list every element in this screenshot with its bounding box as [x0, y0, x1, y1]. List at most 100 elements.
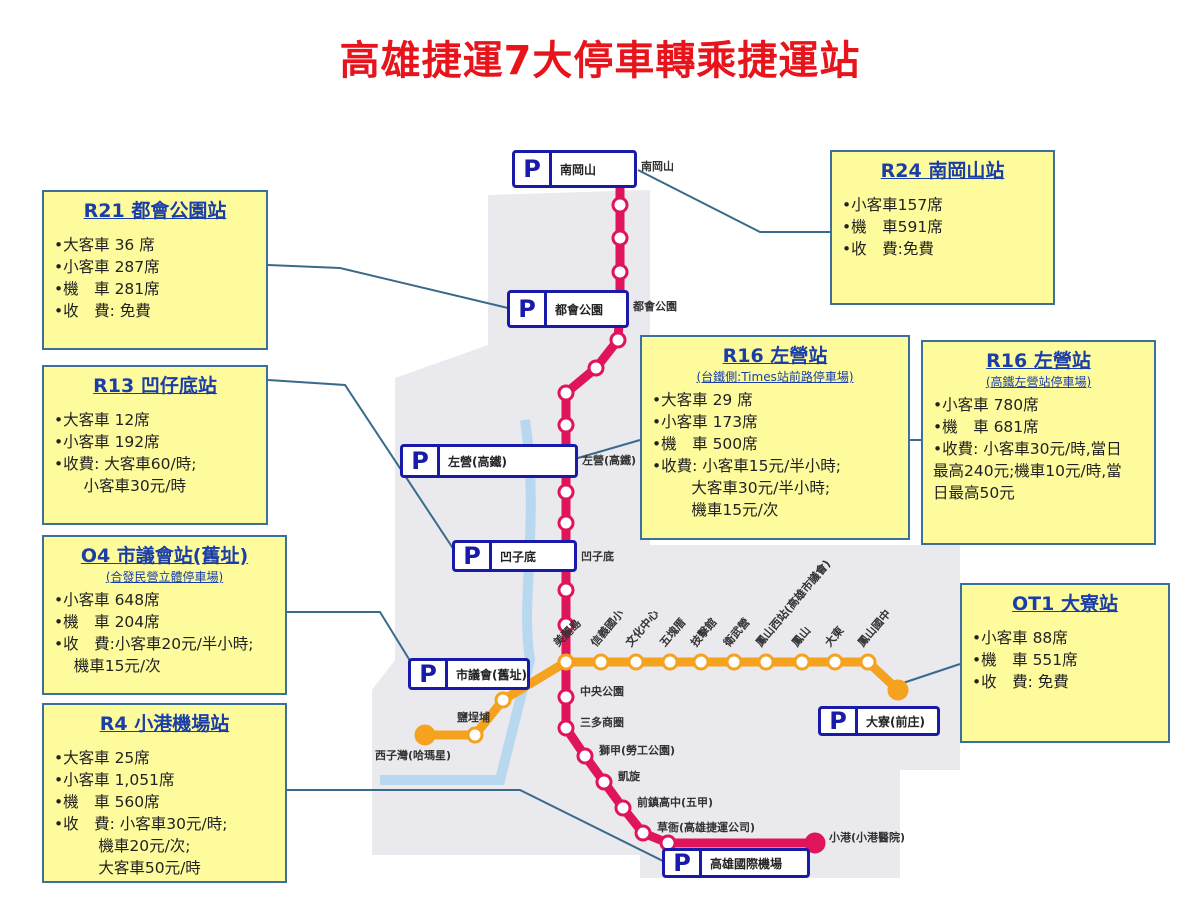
info-box-line: 大客車30元/半小時; [652, 479, 831, 497]
red-station-marker[interactable] [634, 824, 652, 842]
parking-station-box[interactable]: P 南岡山 [512, 150, 637, 188]
info-box-line: •收 費: 免費 [972, 673, 1069, 691]
orange-station-marker[interactable] [661, 653, 679, 671]
orange-station-marker[interactable] [494, 691, 512, 709]
info-box-line: 機車15元/次 [652, 501, 779, 519]
info-box-line: 最高240元;機車10元/時,當 [933, 462, 1122, 480]
parking-station-name: 左營(高鐵) [448, 454, 507, 469]
red-station-marker[interactable] [614, 799, 632, 817]
red-station-label: 都會公園 [633, 300, 677, 313]
parking-station-name: 都會公園 [555, 302, 604, 317]
parking-station-name: 南岡山 [560, 162, 597, 177]
connector-r4 [287, 789, 666, 863]
info-box-subtitle: (高鐵左營站停車場) [985, 375, 1092, 389]
info-box-subtitle: (台鐵側:Times站前路停車場) [696, 370, 854, 384]
orange-station-marker[interactable] [757, 653, 775, 671]
red-station-label: 小港(小港醫院) [829, 831, 906, 844]
info-box-title: R16 左營站 [986, 350, 1091, 372]
parking-icon: P [411, 660, 448, 688]
red-station-marker[interactable] [557, 483, 575, 501]
info-box-line: •收費: 小客車30元/時,當日 [933, 440, 1122, 458]
parking-icon: P [821, 707, 858, 735]
info-box-line: •小客車 192席 [54, 433, 160, 451]
info-box-r13: R13 凹仔底站•大客車 12席•小客車 192席•收費: 大客車60/時; 小… [42, 365, 268, 525]
red-station-marker[interactable] [557, 581, 575, 599]
orange-station-marker[interactable] [859, 653, 877, 671]
info-box-line: •小客車 173席 [652, 413, 758, 431]
red-station-marker[interactable] [557, 416, 575, 434]
orange-station-marker[interactable] [466, 726, 484, 744]
red-station-marker[interactable] [609, 331, 627, 349]
info-box-line: •機 車 281席 [54, 280, 160, 298]
connector-ot1 [899, 663, 961, 685]
red-station-marker[interactable] [804, 832, 826, 854]
red-station-marker[interactable] [587, 359, 605, 377]
red-station-marker[interactable] [557, 719, 575, 737]
red-station-marker[interactable] [611, 229, 629, 247]
info-box-r4: R4 小港機場站•大客車 25席•小客車 1,051席•機 車 560席•收 費… [42, 703, 287, 883]
parking-station-name: 高雄國際機場 [710, 856, 783, 871]
info-box-ot1: OT1 大寮站•小客車 88席•機 車 551席•收 費: 免費 [960, 583, 1170, 743]
info-box-o4: O4 市議會站(舊址)(合發民營立體停車場)•小客車 648席•機 車 204席… [42, 535, 287, 695]
red-station-marker[interactable] [611, 263, 629, 281]
info-box-r16b: R16 左營站(高鐵左營站停車場)•小客車 780席•機 車 681席•收費: … [921, 340, 1156, 545]
info-box-r24: R24 南岡山站•小客車157席•機 車591席•收 費:免費 [830, 150, 1055, 305]
info-box-line: •小客車 780席 [933, 396, 1039, 414]
red-station-label: 前鎮高中(五甲) [637, 796, 714, 809]
orange-station-marker[interactable] [557, 653, 575, 671]
info-box-line: •機 車 560席 [54, 793, 160, 811]
red-station-label: 南岡山 [641, 160, 674, 173]
info-box-line: •收 費:免費 [842, 240, 934, 258]
orange-station-marker[interactable] [414, 724, 436, 746]
orange-station-marker[interactable] [826, 653, 844, 671]
red-station-marker[interactable] [595, 773, 613, 791]
info-box-line: •小客車 1,051席 [54, 771, 175, 789]
parking-station-name: 凹子底 [500, 549, 537, 564]
info-box-r21: R21 都會公園站 •大客車 36 席 •小客車 287席 •機 車 281席 •收 費… [42, 190, 268, 350]
info-box-line: •機 車591席 [842, 218, 943, 236]
info-box-line: •大客車 25席 [54, 749, 150, 767]
info-box-line: •收 費: 免費 [54, 302, 151, 320]
info-box-line: 日最高50元 [933, 484, 1015, 502]
red-station-marker[interactable] [557, 616, 575, 634]
info-box-line: •大客車 36 席 [54, 236, 155, 254]
red-station-label: 左營(高鐵) [582, 454, 637, 467]
info-box-line: 機車15元/次 [54, 657, 161, 675]
info-box-title: OT1 大寮站 [1012, 593, 1118, 615]
red-station-label: 凱旋 [618, 770, 640, 783]
red-station-label: 凹子底 [581, 550, 614, 563]
red-station-marker[interactable] [557, 514, 575, 532]
orange-station-marker[interactable] [592, 653, 610, 671]
info-box-line: •機 車 204席 [54, 613, 160, 631]
parking-station-name: 大寮(前庄) [866, 714, 925, 729]
orange-station-marker[interactable] [627, 653, 645, 671]
info-box-title: R24 南岡山站 [880, 160, 1005, 182]
info-box-line: •機 車 500席 [652, 435, 758, 453]
info-box-line: •收 費:小客車20元/半小時; [54, 635, 254, 653]
info-box-line: •機 車 551席 [972, 651, 1078, 669]
info-box-title: R16 左營站 [722, 345, 828, 367]
info-box-subtitle: (合發民營立體停車場) [105, 570, 224, 584]
red-station-marker[interactable] [611, 196, 629, 214]
red-station-marker[interactable] [557, 688, 575, 706]
orange-station-marker[interactable] [725, 653, 743, 671]
connector-r13 [267, 379, 463, 563]
parking-icon: P [515, 153, 552, 185]
red-station-marker[interactable] [576, 747, 594, 765]
red-station-marker[interactable] [557, 384, 575, 402]
orange-station-marker[interactable] [887, 679, 909, 701]
info-box-line: •小客車 287席 [54, 258, 160, 276]
orange-station-marker[interactable] [692, 653, 710, 671]
red-station-label: 三多商圈 [580, 716, 624, 729]
orange-station-marker[interactable] [793, 653, 811, 671]
orange-station-label: 鹽埕埔 [457, 711, 490, 724]
parking-station-box[interactable]: P 大寮(前庄) [818, 706, 940, 736]
info-box-title: R21 都會公園站 [83, 200, 227, 222]
info-box-line: 大客車50元/時 [54, 859, 201, 877]
